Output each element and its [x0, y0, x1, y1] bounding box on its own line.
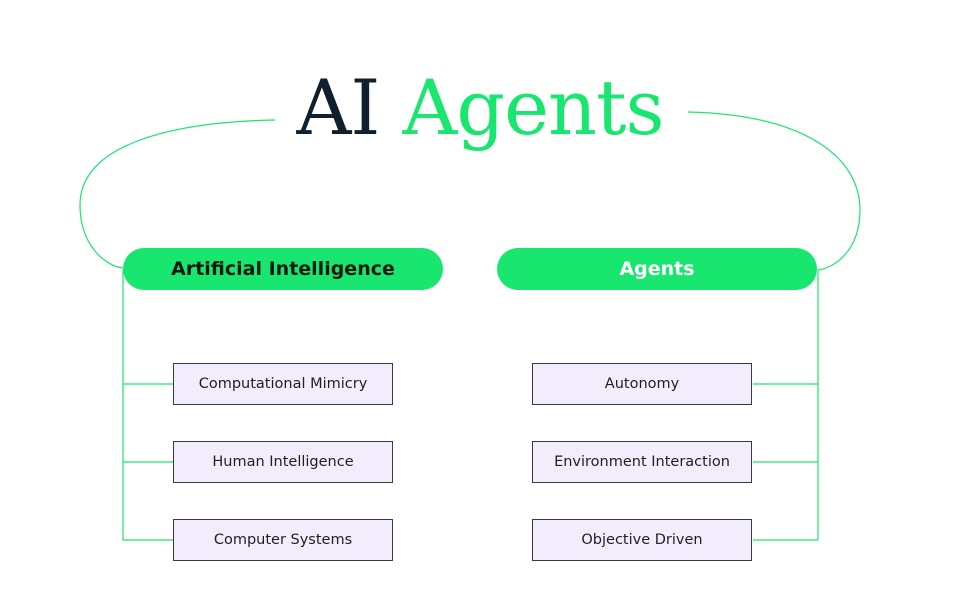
objective-driven-box: Objective Driven [532, 519, 752, 561]
box-label: Human Intelligence [212, 454, 354, 470]
diagram-title: AI Agents [0, 58, 960, 158]
computer-systems-box: Computer Systems [173, 519, 393, 561]
human-intelligence-box: Human Intelligence [173, 441, 393, 483]
agents-heading: Agents [497, 248, 817, 290]
box-label: Computational Mimicry [198, 376, 368, 392]
box-label: Objective Driven [581, 532, 703, 548]
box-label: Autonomy [604, 376, 680, 392]
left-arc-connector [79, 119, 276, 269]
artificial-intelligence-label: Artificial Intelligence [171, 258, 395, 280]
computational-mimicry-box: Computational Mimicry [173, 363, 393, 405]
agents-label: Agents [619, 258, 695, 280]
title-part-agents: Agents [402, 63, 665, 152]
environment-interaction-box: Environment Interaction [532, 441, 752, 483]
autonomy-box: Autonomy [532, 363, 752, 405]
artificial-intelligence-heading: Artificial Intelligence [123, 248, 443, 290]
box-label: Environment Interaction [554, 454, 730, 470]
box-label: Computer Systems [213, 532, 353, 548]
right-arc-connector [687, 111, 861, 271]
title-part-ai: AI [296, 63, 380, 152]
